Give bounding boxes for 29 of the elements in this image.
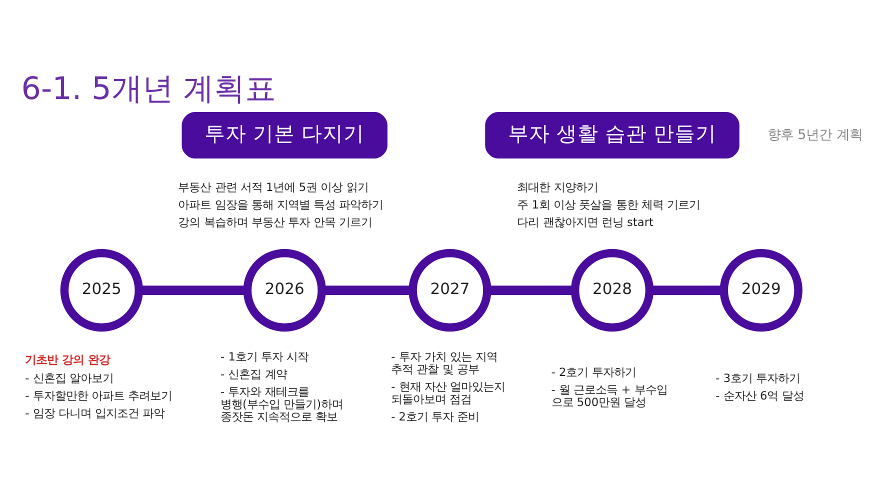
node-label: - 3호기 투자하기: [716, 370, 800, 385]
node-label: 주 1회 이상 풋살을 통한 체력 기르기: [517, 196, 700, 211]
node-label: - 임장 다니며 입지조건 파악: [25, 406, 165, 420]
node-label: - 현재 자산 얼마있는지 되돌아보며 점검: [391, 378, 506, 406]
node-label: - 투자 가치 있는 지역 추적 관찰 및 공부: [391, 348, 498, 376]
diagram-title: 6-1. 5개년 계획표: [21, 70, 276, 107]
node-box: 부자 생활 습관 만들기: [485, 112, 740, 158]
label: 향후 5년간 계획: [767, 127, 862, 142]
node-label: - 1호기 투자 시작: [220, 348, 309, 363]
node-label: - 2호기 투자 준비: [391, 408, 480, 423]
node-label: - 월 근로소득 + 부수입 으로 500만원 달성: [551, 382, 668, 408]
node-circle: 2025: [60, 248, 143, 332]
node-label: 아파트 임장을 통해 지역별 특성 파악하기: [178, 196, 384, 211]
node-label: - 투자할만한 아파트 추려보기: [25, 388, 172, 402]
node-label: 부동산 관련 서적 1년에 5권 이상 읽기: [178, 179, 368, 194]
node-label: 최대한 지양하기: [517, 179, 598, 194]
node-circle: 2029: [720, 248, 802, 332]
node-label: - 순자산 6억 달성: [716, 388, 804, 402]
node-label: - 신혼집 알아보기: [25, 370, 114, 385]
node-label: 강의 복습하며 부동산 투자 안목 기르기: [178, 214, 372, 229]
node-circle: 2028: [570, 248, 654, 332]
node-box: 투자 기본 다지기: [182, 112, 388, 158]
node-circle: 2026: [243, 248, 326, 332]
node-label: 기초반 강의 완강: [25, 352, 110, 366]
node-label: 다리 괜찮아지면 런닝 start: [517, 214, 654, 229]
node-label: - 2호기 투자하기: [551, 364, 636, 378]
node-circle: 2027: [408, 248, 492, 332]
node-label: - 신혼집 계약: [220, 366, 287, 380]
node-label: - 투자와 재테크를 병행(부수입 만들기)하며 종잣돈 지속적으로 확보: [220, 384, 344, 423]
